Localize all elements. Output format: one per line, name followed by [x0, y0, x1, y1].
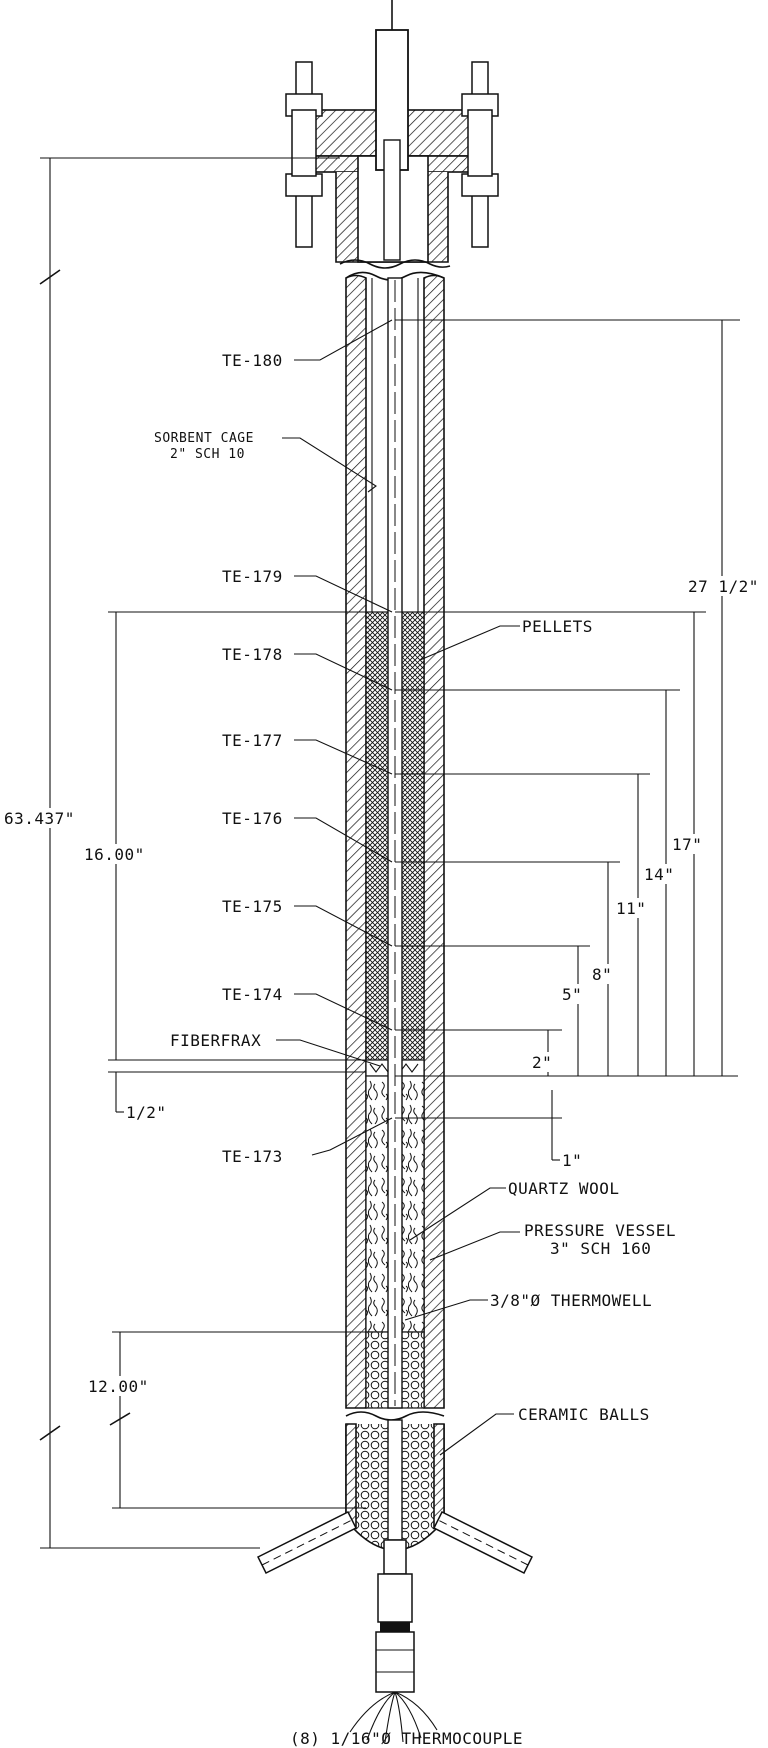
label-pressure-vessel-size: 3" SCH 160: [550, 1239, 651, 1258]
label-thermocouple: (8) 1/16"Ø THERMOCOUPLE: [290, 1729, 523, 1748]
label-pressure-vessel: PRESSURE VESSEL: [524, 1221, 676, 1240]
dim-14: 14": [644, 865, 674, 884]
dimension-values: 63.437" 16.00" 1/2" 12.00" 27 1/2" 17" 1…: [2, 576, 766, 1396]
label-pellets: PELLETS: [522, 617, 593, 636]
label-te-179: TE-179: [222, 567, 283, 586]
dim-17: 17": [672, 835, 702, 854]
dim-5: 5": [562, 985, 582, 1004]
label-te-176: TE-176: [222, 809, 283, 828]
dim-bed-length: 16.00": [84, 845, 145, 864]
label-ceramic-balls: CERAMIC BALLS: [518, 1405, 650, 1424]
leader-lines: [276, 319, 520, 1456]
label-te-175: TE-175: [222, 897, 283, 916]
left-dimensions: [39, 157, 366, 1549]
labels: TE-180 SORBENT CAGE 2" SCH 10 TE-179 TE-…: [154, 351, 676, 1748]
bottom-section: [256, 1419, 534, 1743]
label-sorbent-cage-size: 2" SCH 10: [170, 447, 245, 462]
label-te-180: TE-180: [222, 351, 283, 370]
dim-overall: 63.437": [4, 809, 75, 828]
dim-1: 1": [562, 1151, 582, 1170]
dim-8: 8": [592, 965, 612, 984]
dim-half-inch: 1/2": [126, 1103, 167, 1122]
dim-27-half: 27 1/2": [688, 577, 759, 596]
right-dimensions: [395, 319, 740, 1161]
label-sorbent-cage: SORBENT CAGE: [154, 431, 254, 446]
label-thermowell: 3/8"Ø THERMOWELL: [490, 1291, 652, 1310]
dim-11: 11": [616, 899, 646, 918]
dim-bottom: 12.00": [88, 1377, 149, 1396]
label-te-178: TE-178: [222, 645, 283, 664]
label-te-177: TE-177: [222, 731, 283, 750]
label-fiberfrax: FIBERFRAX: [170, 1031, 261, 1050]
label-quartz-wool: QUARTZ WOOL: [508, 1179, 619, 1198]
label-te-174: TE-174: [222, 985, 283, 1004]
label-te-173: TE-173: [222, 1147, 283, 1166]
dim-2: 2": [532, 1053, 552, 1072]
pressure-vessel: [345, 271, 445, 1409]
top-flange: [285, 0, 499, 263]
